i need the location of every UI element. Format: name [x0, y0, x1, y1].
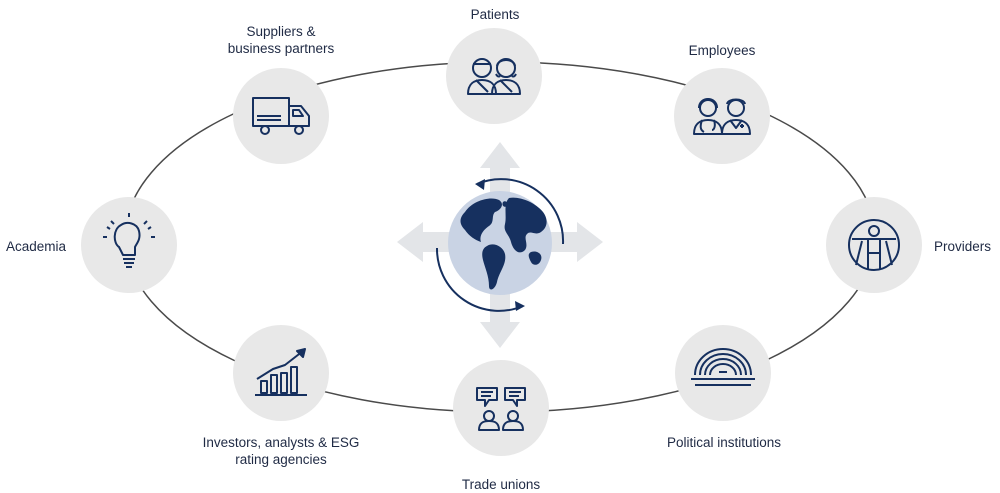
- node-academia: [81, 197, 177, 293]
- node-investors: [233, 325, 329, 421]
- label-suppliers: Suppliers & business partners: [227, 24, 335, 56]
- direction-arrows: [397, 142, 603, 348]
- center-globe-group: [395, 140, 605, 350]
- trade-union-icon: [476, 387, 526, 431]
- label-providers: Providers: [934, 239, 992, 254]
- growth-chart-icon: [255, 348, 307, 396]
- employees-icon: [693, 98, 751, 135]
- label-investors: Investors, analysts & ESG rating agencie…: [202, 435, 360, 467]
- node-patients: [446, 28, 542, 124]
- parliament-icon: [691, 348, 755, 386]
- label-unions: Trade unions: [461, 477, 541, 492]
- patients-icon: [467, 58, 521, 95]
- lightbulb-icon: [103, 213, 155, 268]
- node-suppliers: [233, 68, 329, 164]
- node-employees: [674, 68, 770, 164]
- globe-icon: [397, 142, 603, 348]
- label-academia: Academia: [6, 239, 67, 254]
- label-employees: Employees: [688, 43, 756, 58]
- label-political: Political institutions: [666, 435, 782, 450]
- truck-icon: [252, 97, 310, 135]
- node-providers: [826, 197, 922, 293]
- node-unions: [453, 360, 549, 456]
- node-political: [675, 325, 771, 421]
- vitruvian-icon: [848, 219, 900, 271]
- label-patients: Patients: [470, 7, 520, 22]
